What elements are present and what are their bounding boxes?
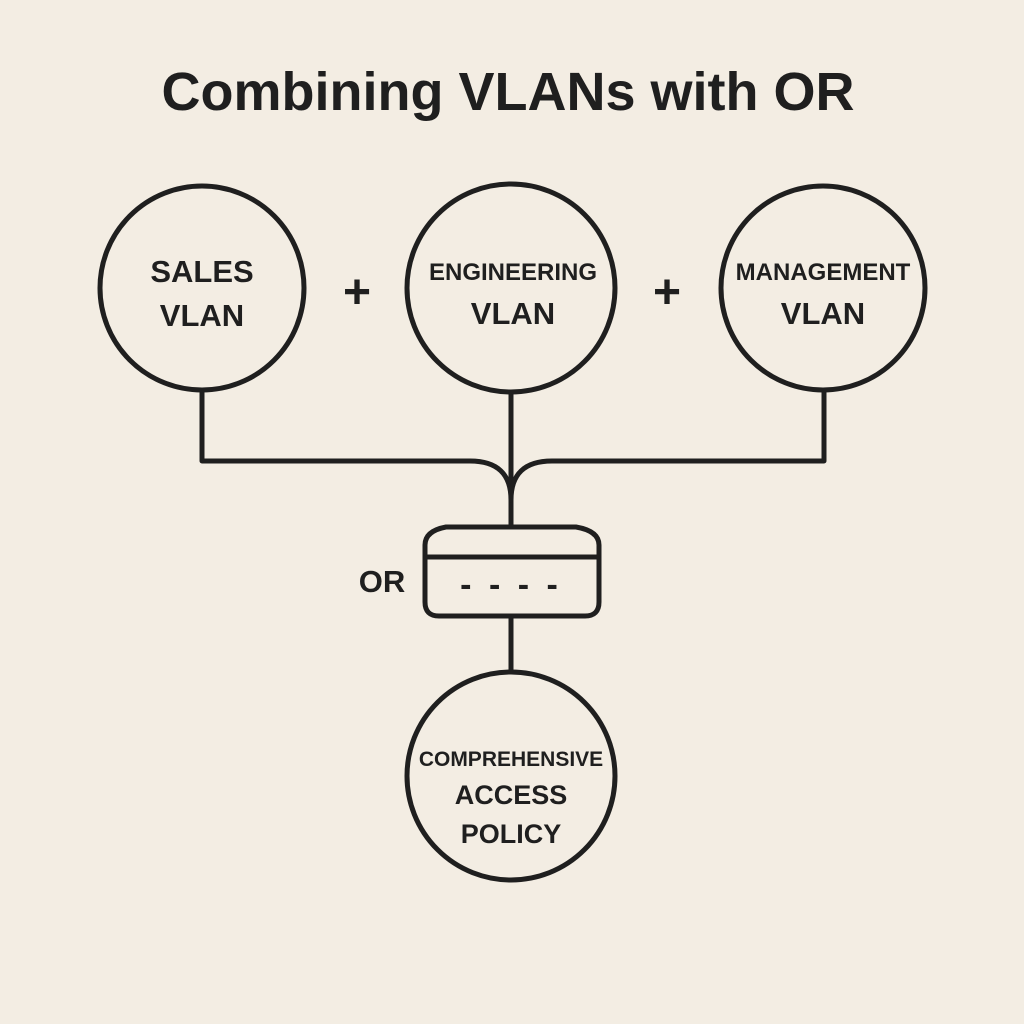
access-policy-node: COMPREHENSIVE ACCESS POLICY — [404, 669, 618, 883]
combiner-device-display: - - - - — [460, 566, 562, 604]
access-policy-label-line1: COMPREHENSIVE — [419, 748, 603, 771]
or-label: OR — [359, 564, 406, 599]
management-vlan-circle — [718, 183, 928, 393]
or-combiner: - - - - OR — [359, 524, 602, 619]
sales-connector — [199, 387, 514, 503]
sales-vlan-circle — [97, 183, 307, 393]
management-connector — [508, 387, 827, 503]
sales-vlan-label-line1: SALES — [150, 254, 253, 289]
management-vlan-label-line2: VLAN — [781, 296, 865, 331]
access-policy-circle — [404, 669, 618, 883]
engineering-vlan-node: ENGINEERING VLAN — [404, 181, 618, 395]
combiner-device-body — [422, 524, 602, 619]
engineering-vlan-label-line2: VLAN — [471, 296, 555, 331]
management-vlan-node: MANAGEMENT VLAN — [718, 183, 928, 393]
access-policy-label-line3: POLICY — [461, 819, 562, 849]
management-vlan-label-line1: MANAGEMENT — [736, 259, 911, 286]
diagram-title: Combining VLANs with OR — [162, 62, 855, 122]
plus-operator-2: + — [653, 266, 681, 319]
plus-operator-1: + — [343, 266, 371, 319]
sales-vlan-node: SALES VLAN — [97, 183, 307, 393]
engineering-vlan-label-line1: ENGINEERING — [429, 259, 597, 286]
engineering-vlan-circle — [404, 181, 618, 395]
connector-lines — [199, 387, 827, 675]
sales-vlan-label-line2: VLAN — [160, 298, 244, 333]
access-policy-label-line2: ACCESS — [455, 780, 568, 810]
